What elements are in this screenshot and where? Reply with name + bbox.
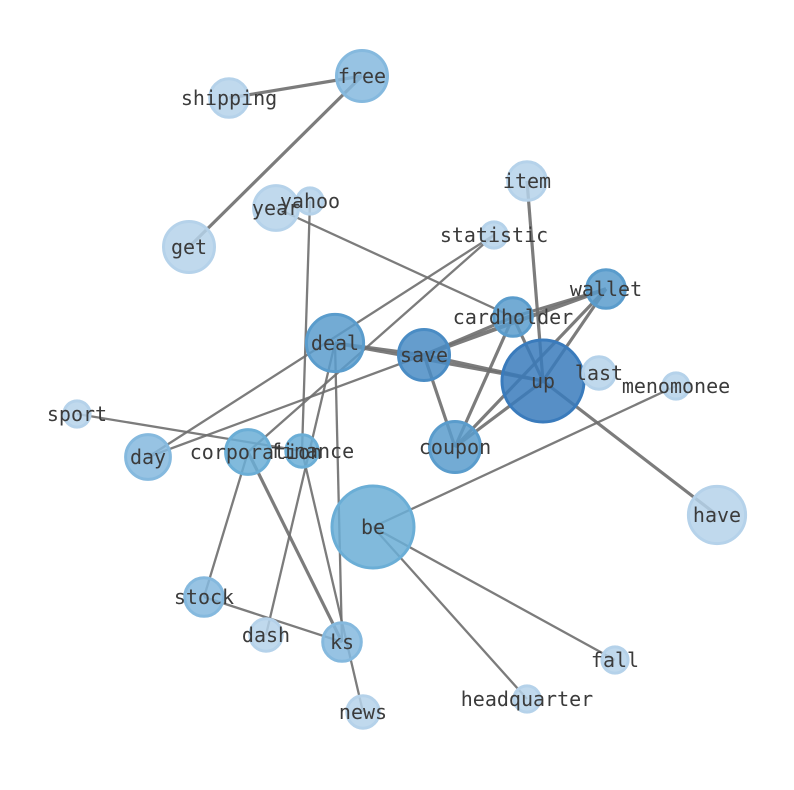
- edge-be-fall: [372, 525, 616, 662]
- node-label-sport: sport: [47, 402, 107, 426]
- node-save: [397, 328, 451, 382]
- node-coupon: [428, 420, 482, 474]
- edge-save-day: [147, 353, 425, 459]
- node-yahoo: [295, 186, 325, 216]
- node-day: [124, 433, 172, 481]
- node-label-cardholder: cardholder: [453, 305, 573, 329]
- node-get: [162, 220, 216, 274]
- node-label-year: year: [252, 196, 300, 220]
- node-label-stock: stock: [174, 585, 234, 609]
- edge-year-cardholder: [275, 206, 514, 319]
- node-label-fall: fall: [591, 648, 639, 672]
- node-item: [506, 160, 548, 202]
- node-sport: [62, 399, 92, 429]
- node-label-be: be: [361, 515, 385, 539]
- node-label-have: have: [693, 503, 741, 527]
- node-label-finance: finance: [270, 439, 354, 463]
- node-fall: [600, 645, 630, 675]
- node-wallet: [585, 268, 627, 310]
- node-label-up: up: [531, 369, 555, 393]
- node-label-deal: deal: [311, 331, 359, 355]
- edge-deal-dash: [264, 342, 337, 636]
- edge-corporation-stock: [202, 451, 250, 598]
- node-statistic: [479, 220, 509, 250]
- node-free: [335, 49, 389, 103]
- edge-yahoo-finance: [300, 200, 312, 452]
- edge-corporation-statistic: [247, 234, 495, 453]
- node-stock: [183, 576, 225, 618]
- edge-corporation-ks: [246, 451, 344, 643]
- node-dash: [248, 617, 284, 653]
- node-label-yahoo: yahoo: [280, 189, 340, 213]
- node-label-free: free: [338, 64, 386, 88]
- edge-be-menomonee: [372, 384, 677, 529]
- node-label-item: item: [503, 169, 551, 193]
- node-label-headquarter: headquarter: [461, 687, 593, 711]
- node-label-menomonee: menomonee: [622, 374, 730, 398]
- node-be: [330, 484, 416, 570]
- node-shipping: [208, 77, 250, 119]
- node-label-corporation: corporation: [190, 440, 322, 464]
- node-label-shipping: shipping: [181, 86, 277, 110]
- node-ks: [321, 621, 363, 663]
- node-label-save: save: [400, 343, 448, 367]
- node-last: [581, 355, 617, 391]
- node-finance: [284, 433, 320, 469]
- node-news: [345, 694, 381, 730]
- node-cardholder: [492, 296, 534, 338]
- node-label-coupon: coupon: [419, 435, 491, 459]
- node-headquarter: [512, 684, 542, 714]
- node-label-get: get: [171, 235, 207, 259]
- node-label-last: last: [575, 361, 623, 385]
- edge-deal-ks: [333, 342, 344, 643]
- edge-finance-news: [300, 450, 365, 713]
- node-label-wallet: wallet: [570, 277, 642, 301]
- node-label-dash: dash: [242, 623, 290, 647]
- node-label-day: day: [130, 445, 166, 469]
- node-menomonee: [661, 371, 691, 401]
- nodes-layer: [62, 49, 748, 730]
- node-label-ks: ks: [330, 630, 354, 654]
- node-label-news: news: [339, 700, 387, 724]
- edge-get-free: [187, 74, 364, 249]
- node-label-statistic: statistic: [440, 223, 548, 247]
- node-deal: [304, 312, 366, 374]
- node-corporation: [224, 428, 272, 476]
- node-have: [686, 484, 748, 546]
